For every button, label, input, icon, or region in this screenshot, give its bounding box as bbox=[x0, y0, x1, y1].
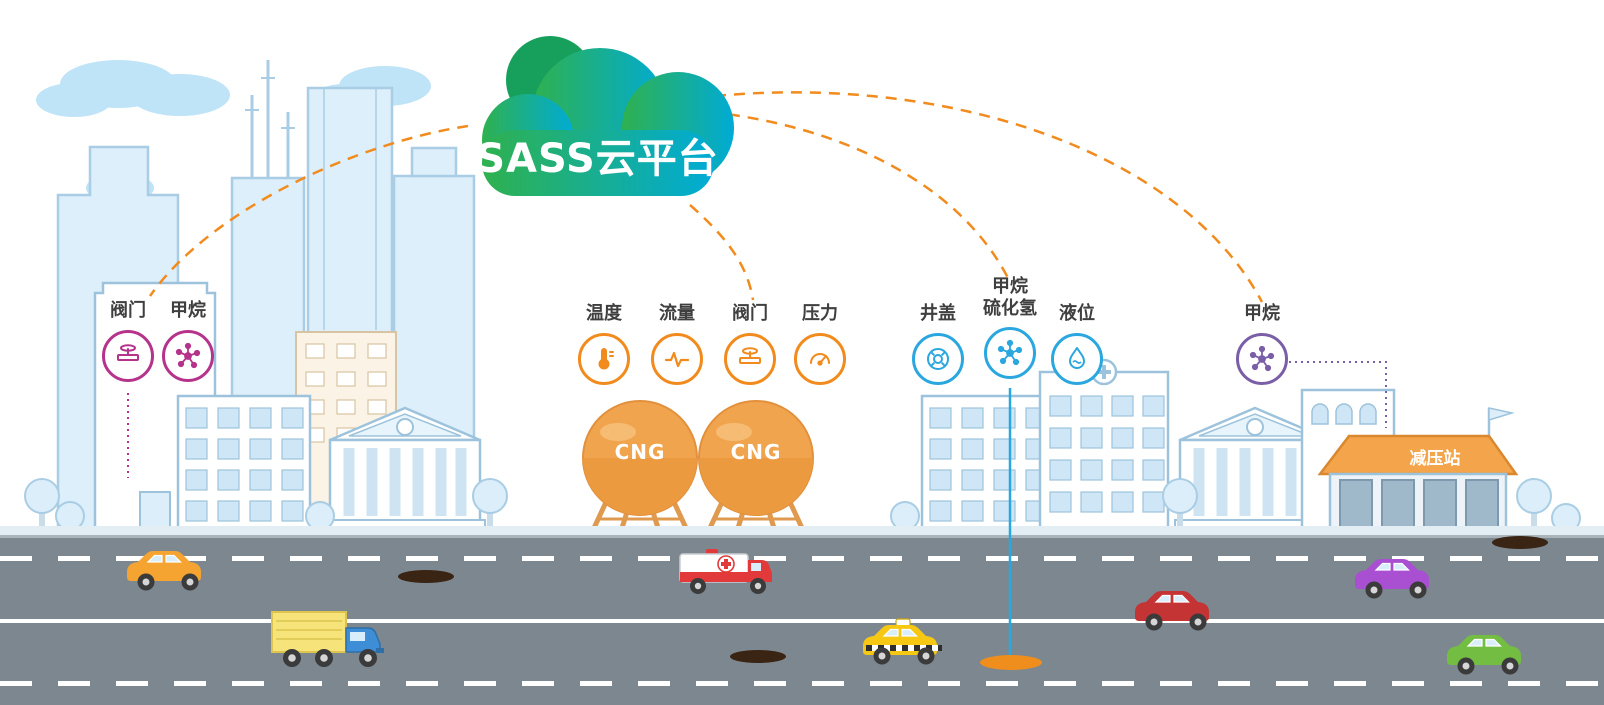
saas-cloud: SASS云平台 bbox=[450, 28, 745, 213]
cng-tanks-graphic bbox=[582, 400, 814, 530]
manhole-dark bbox=[730, 650, 786, 663]
cloud-platform-label: SASS云平台 bbox=[476, 136, 719, 182]
ambulance bbox=[676, 542, 780, 602]
pressure-station-label: 减压站 bbox=[1409, 449, 1461, 469]
sensor-label: 甲烷 bbox=[170, 300, 206, 321]
manhole-orange bbox=[980, 655, 1042, 670]
molecule-icon bbox=[984, 327, 1036, 380]
valve-icon bbox=[102, 329, 154, 382]
taxi-yellow bbox=[856, 616, 952, 672]
ground-strip bbox=[0, 526, 1604, 535]
road bbox=[0, 535, 1604, 705]
cng-tank-left-label: CNG bbox=[614, 440, 666, 464]
car-red bbox=[1128, 584, 1224, 638]
sensor-liquid-level: 液位 bbox=[1041, 303, 1113, 385]
sensor-label: 阀门 bbox=[110, 300, 146, 321]
sensor-valve-city: 阀门 bbox=[92, 300, 164, 382]
sensor-label: 流量 bbox=[659, 303, 695, 324]
sensor-manhole-cover: 井盖 bbox=[902, 303, 974, 385]
sensor-temperature: 温度 bbox=[568, 303, 640, 385]
road-edge bbox=[0, 535, 1604, 538]
thermometer-icon bbox=[578, 332, 630, 385]
cng-tank-right-label: CNG bbox=[730, 440, 782, 464]
sensor-label: 井盖 bbox=[920, 303, 956, 324]
car-orange bbox=[120, 544, 216, 598]
sensor-pressure: 压力 bbox=[784, 303, 856, 385]
sensor-methane-h2s: 甲烷 硫化氢 bbox=[974, 276, 1046, 380]
gauge-icon bbox=[794, 332, 846, 385]
lane-marking-solid bbox=[0, 619, 1604, 623]
sensor-label: 温度 bbox=[586, 303, 622, 324]
sensor-label-line1: 甲烷 bbox=[992, 276, 1028, 297]
flow-icon bbox=[651, 332, 703, 385]
valve-icon bbox=[724, 332, 776, 385]
sensor-label: 甲烷 bbox=[1244, 303, 1280, 324]
lane-marking-dashed bbox=[0, 681, 1604, 686]
manhole-icon bbox=[912, 332, 964, 385]
sensor-label-line2: 硫化氢 bbox=[983, 297, 1037, 319]
manhole-dark bbox=[398, 570, 454, 583]
manhole-dark bbox=[1492, 536, 1548, 549]
cloud-shape bbox=[482, 36, 734, 196]
middle-buildings bbox=[890, 358, 1350, 532]
car-purple bbox=[1348, 552, 1444, 606]
car-green bbox=[1440, 628, 1536, 682]
sensor-label: 阀门 bbox=[732, 303, 768, 324]
molecule-icon bbox=[162, 329, 214, 382]
lane-marking-dashed bbox=[0, 556, 1604, 561]
sensor-valve-cng: 阀门 bbox=[714, 303, 786, 385]
sensor-label: 液位 bbox=[1059, 303, 1095, 324]
sensor-label: 甲烷 硫化氢 bbox=[974, 276, 1046, 319]
sensor-flow: 流量 bbox=[641, 303, 713, 385]
truck-yellow bbox=[268, 606, 398, 676]
level-icon bbox=[1051, 332, 1103, 385]
sensor-methane-station: 甲烷 bbox=[1226, 303, 1298, 385]
molecule-icon bbox=[1236, 332, 1288, 385]
sensor-label: 压力 bbox=[802, 303, 838, 324]
sensor-methane-city: 甲烷 bbox=[152, 300, 224, 382]
